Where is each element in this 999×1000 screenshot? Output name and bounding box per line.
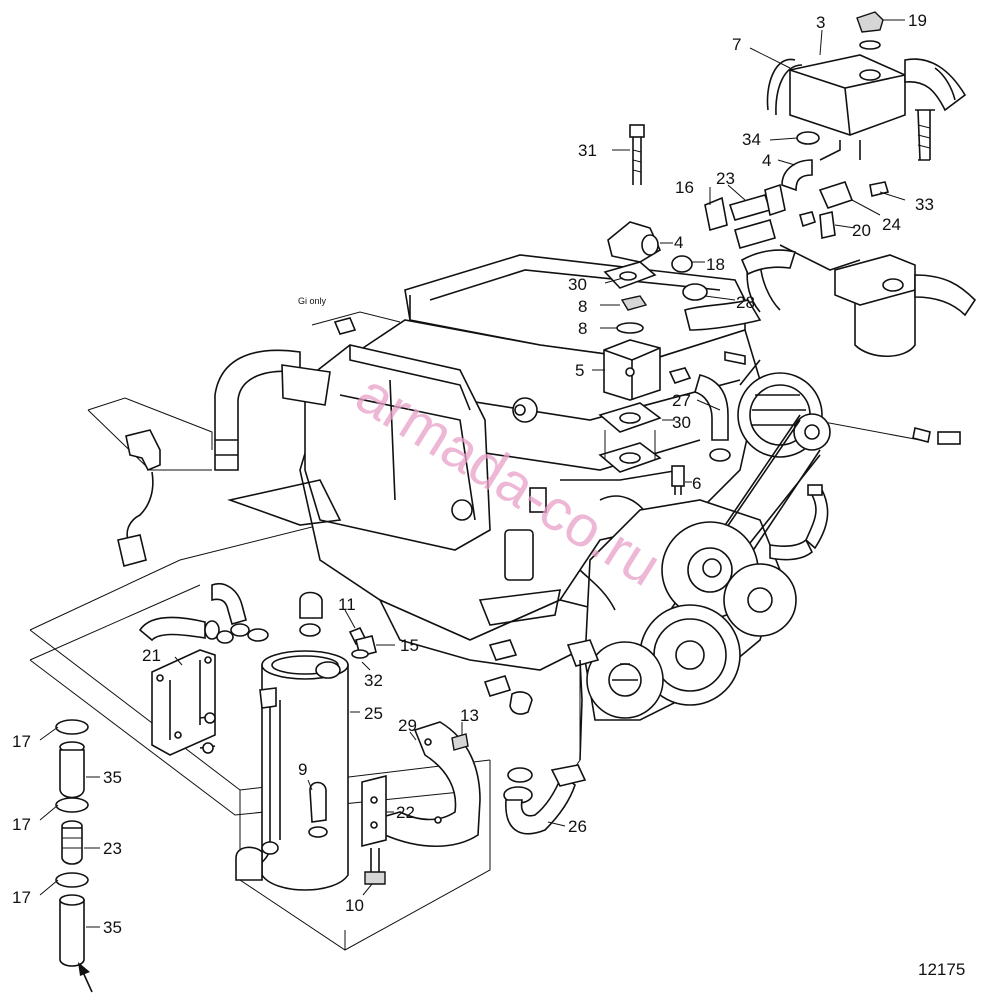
callout-4: 4 — [674, 233, 683, 252]
callout-35: 35 — [103, 768, 122, 787]
callout-27: 27 — [672, 391, 691, 410]
callout-23: 23 — [103, 839, 122, 858]
callout-19: 19 — [908, 11, 927, 30]
callout-17: 17 — [12, 815, 31, 834]
callout-13: 13 — [460, 706, 479, 725]
callout-17: 17 — [12, 732, 31, 751]
callout-17: 17 — [12, 888, 31, 907]
callout-9: 9 — [298, 760, 307, 779]
callout-11: 11 — [338, 595, 356, 614]
callout-15: 15 — [400, 636, 419, 655]
callout-32: 32 — [364, 671, 383, 690]
callout-18: 18 — [706, 255, 725, 274]
callout-labels: 19 3 7 31 34 4 16 23 33 24 20 4 18 30 28… — [12, 11, 965, 979]
upper-fittings — [333, 124, 977, 495]
callout-7: 7 — [732, 35, 741, 54]
callout-33: 33 — [915, 195, 934, 214]
callout-26: 26 — [568, 817, 587, 836]
callout-30: 30 — [672, 413, 691, 432]
callout-21: 21 — [142, 646, 161, 665]
callout-6: 6 — [692, 474, 701, 493]
callout-30: 30 — [568, 275, 587, 294]
callout-10: 10 — [345, 896, 364, 915]
lower-left-canister-assembly — [138, 583, 377, 891]
callout-4: 4 — [762, 151, 771, 170]
callout-23: 23 — [716, 169, 735, 188]
callout-20: 20 — [852, 221, 871, 240]
gi-only-note: Gi only — [298, 296, 327, 306]
left-sensor-wiring — [117, 429, 161, 567]
exhaust-pipe-stack — [55, 719, 93, 993]
alternator-and-pulleys — [586, 372, 961, 719]
callout-31: 31 — [578, 141, 597, 160]
lower-center-brackets — [361, 639, 533, 885]
callout-29: 29 — [398, 716, 417, 735]
expansion-tank-assembly — [766, 11, 967, 161]
callout-24: 24 — [882, 215, 901, 234]
callout-8: 8 — [578, 319, 587, 338]
callout-25: 25 — [364, 704, 383, 723]
callout-8: 8 — [578, 297, 587, 316]
hose-26 — [503, 639, 600, 835]
figure-number: 12175 — [918, 960, 965, 979]
callout-3: 3 — [816, 13, 825, 32]
callout-34: 34 — [742, 130, 761, 149]
engine-block — [214, 254, 781, 721]
callout-5: 5 — [575, 361, 584, 380]
leader-lines — [39, 19, 906, 928]
callout-28: 28 — [736, 293, 755, 312]
callout-35: 35 — [103, 918, 122, 937]
callout-22: 22 — [396, 803, 415, 822]
callout-16: 16 — [675, 178, 694, 197]
